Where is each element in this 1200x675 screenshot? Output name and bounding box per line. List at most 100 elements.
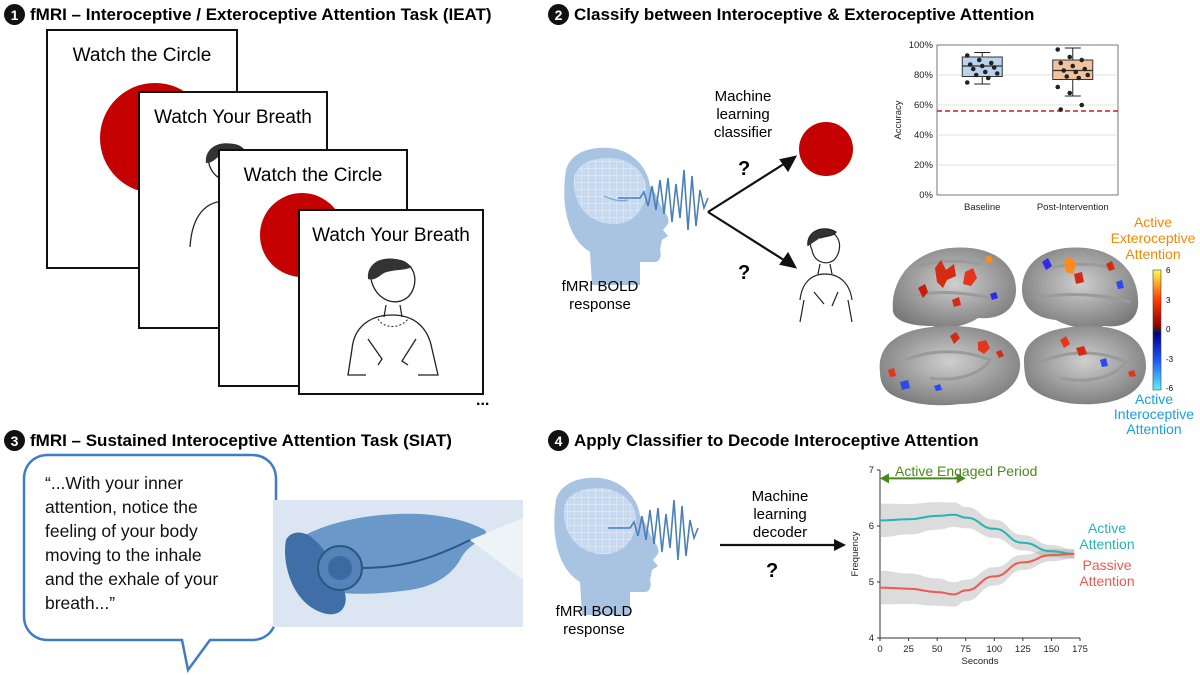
data-point bbox=[973, 72, 979, 78]
brain-maps bbox=[879, 247, 1146, 406]
decoder-arrow bbox=[720, 539, 846, 551]
data-point bbox=[970, 66, 976, 72]
x-axis-label: Seconds bbox=[962, 656, 999, 667]
engaged-arrow-right bbox=[956, 473, 966, 484]
y-tick-label: 60% bbox=[914, 100, 934, 111]
card-title: Watch Your Breath bbox=[312, 225, 470, 246]
y-axis-label: Accuracy bbox=[893, 100, 904, 139]
passive-attention-label: Passive Attention bbox=[1072, 557, 1142, 589]
panel1-title: fMRI – Interoceptive / Exteroceptive Att… bbox=[30, 4, 492, 24]
speech-line: “...With your inner bbox=[45, 473, 184, 493]
intero-label-line: Active bbox=[1134, 391, 1174, 407]
panel4-badge: 4 bbox=[548, 430, 569, 451]
decoder-label-line: decoder bbox=[752, 524, 808, 541]
y-tick-label: 80% bbox=[914, 70, 934, 81]
x-tick-label: 50 bbox=[932, 644, 943, 655]
card-title: Watch Your Breath bbox=[154, 107, 312, 128]
y-tick-label: 6 bbox=[869, 521, 874, 532]
intero-label: Active Interoceptive Attention bbox=[1108, 392, 1200, 437]
card-title: Watch the Circle bbox=[72, 45, 212, 66]
bold-label-line: response bbox=[569, 296, 631, 313]
engaged-arrow-left bbox=[880, 473, 889, 484]
data-point bbox=[976, 57, 982, 63]
y-tick-label: 5 bbox=[869, 577, 874, 588]
data-point bbox=[979, 63, 985, 69]
panel1-heading: 1 fMRI – Interoceptive / Exteroceptive A… bbox=[4, 4, 492, 25]
breathing-person-small bbox=[799, 228, 853, 323]
data-point bbox=[1067, 90, 1073, 96]
y-axis-label: Frequency bbox=[850, 531, 861, 576]
data-point bbox=[1064, 74, 1070, 79]
data-point bbox=[964, 53, 970, 58]
speech-line: and the exhale of your bbox=[45, 569, 219, 589]
panel4-title: Apply Classifier to Decode Interoceptive… bbox=[574, 430, 979, 450]
data-point bbox=[988, 60, 994, 66]
category-label: Baseline bbox=[964, 202, 1000, 213]
decoder-label-line: learning bbox=[753, 506, 807, 523]
x-tick-label: 150 bbox=[1043, 644, 1059, 655]
classifier-label-line: learning bbox=[716, 106, 770, 123]
speech-line: feeling of your body bbox=[45, 521, 198, 541]
y-tick-label: 40% bbox=[914, 130, 934, 141]
passive-label-line: Attention bbox=[1079, 573, 1135, 589]
colorbar bbox=[1152, 269, 1162, 391]
passive-label-line: Passive bbox=[1082, 557, 1132, 573]
data-point bbox=[1070, 63, 1076, 69]
speech-line: breath...” bbox=[45, 593, 116, 613]
intero-label-line: Interoceptive bbox=[1113, 406, 1195, 422]
y-tick-label: 4 bbox=[869, 633, 874, 644]
colorbar-tick: -3 bbox=[1166, 355, 1174, 364]
data-point bbox=[985, 75, 991, 81]
panel3-title: fMRI – Sustained Interoceptive Attention… bbox=[30, 430, 452, 450]
extero-label: Active Exteroceptive Attention bbox=[1106, 214, 1200, 262]
card-ellipsis: ... bbox=[476, 392, 490, 409]
series-line bbox=[879, 513, 1075, 555]
data-point bbox=[967, 62, 973, 67]
panel2-title: Classify between Interoceptive & Exteroc… bbox=[574, 4, 1035, 24]
engaged-period-label: Active Engaged Period bbox=[895, 463, 1038, 479]
panel4-heading: 4 Apply Classifier to Decode Interocepti… bbox=[548, 430, 979, 451]
data-point bbox=[1055, 47, 1061, 52]
data-point bbox=[1058, 107, 1064, 112]
data-point bbox=[1067, 54, 1073, 60]
data-point bbox=[1061, 68, 1067, 73]
speech-bubble bbox=[22, 453, 278, 674]
decoder-label: Machine learning decoder bbox=[740, 488, 820, 542]
head-silhouette-classifier bbox=[564, 147, 669, 285]
data-point bbox=[1082, 66, 1088, 72]
x-tick-label: 75 bbox=[960, 644, 971, 655]
data-point bbox=[1055, 84, 1061, 90]
colorbar-tick: 0 bbox=[1166, 325, 1171, 334]
brain-medial-right bbox=[1024, 326, 1146, 405]
x-tick-label: 25 bbox=[903, 644, 914, 655]
colorbar-tick: 3 bbox=[1166, 296, 1171, 305]
x-tick-label: 0 bbox=[877, 644, 882, 655]
y-tick-label: 100% bbox=[909, 40, 934, 51]
classifier-label-line: classifier bbox=[713, 124, 773, 141]
x-tick-label: 175 bbox=[1072, 644, 1088, 655]
y-tick-label: 0% bbox=[919, 190, 933, 201]
data-point bbox=[1079, 57, 1085, 63]
panel2-heading: 2 Classify between Interoceptive & Exter… bbox=[548, 4, 1034, 25]
x-tick-label: 125 bbox=[1015, 644, 1031, 655]
data-point bbox=[1076, 75, 1082, 81]
bold-signal-2 bbox=[608, 499, 699, 561]
active-label-line: Active bbox=[1087, 520, 1127, 536]
lying-person-headphones bbox=[273, 500, 523, 627]
card-title: Watch the Circle bbox=[243, 165, 383, 186]
series-line bbox=[879, 553, 1075, 596]
data-point bbox=[1085, 72, 1091, 78]
question-mark-decoder: ? bbox=[766, 560, 779, 582]
panel3-heading: 3 fMRI – Sustained Interoceptive Attenti… bbox=[4, 430, 452, 451]
panel1-badge: 1 bbox=[4, 4, 25, 25]
box bbox=[1052, 59, 1094, 80]
data-point bbox=[1079, 102, 1085, 108]
question-mark-upper: ? bbox=[738, 158, 751, 180]
speech-text: “...With your inner attention, notice th… bbox=[45, 471, 265, 615]
data-point bbox=[994, 71, 1000, 76]
extero-label-line: Attention bbox=[1125, 246, 1181, 262]
task-card-breath-2: Watch Your Breath bbox=[298, 209, 484, 395]
brain-lateral-right bbox=[1022, 247, 1139, 328]
